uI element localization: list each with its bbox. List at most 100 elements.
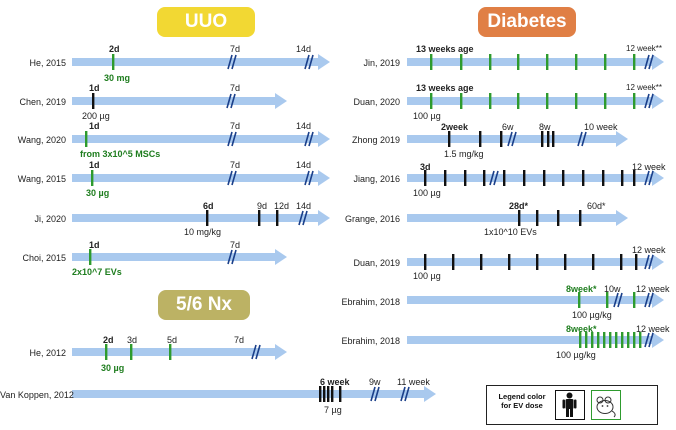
dose-label: 2x10^7 EVs — [72, 267, 122, 277]
black-tick — [479, 131, 482, 147]
dose-label: from 3x10^5 MSCs — [80, 149, 161, 159]
axis-break-mark — [226, 93, 232, 109]
black-tick — [621, 170, 624, 186]
axis-break-mark — [648, 254, 654, 270]
time-label: 7d — [230, 44, 241, 54]
time-label: 1d — [89, 121, 100, 131]
green-tick — [489, 54, 492, 70]
black-tick — [480, 254, 483, 270]
study-label-wang2015: Wang, 2015 — [17, 174, 66, 184]
black-tick — [582, 170, 585, 186]
axis-break-mark — [644, 170, 650, 186]
axis-break-mark — [644, 93, 650, 109]
time-label: 1d — [89, 240, 100, 250]
study-label-grange2016: Grange, 2016 — [344, 214, 400, 224]
green-tick — [112, 54, 115, 70]
black-tick — [562, 170, 565, 186]
black-tick — [523, 170, 526, 186]
green-tick — [575, 54, 578, 70]
green-tick — [597, 332, 600, 348]
time-label: 7d — [230, 121, 241, 131]
timeline-arrow — [407, 332, 664, 348]
dose-label: 100 µg — [413, 271, 441, 281]
green-tick — [91, 170, 94, 186]
time-label: 11 week — [397, 377, 430, 387]
black-tick — [276, 210, 279, 226]
time-label: 6d — [203, 201, 214, 211]
axis-break-mark — [255, 344, 261, 360]
time-label: 6w — [502, 122, 514, 132]
time-label: 8week* — [566, 284, 597, 294]
black-tick — [258, 210, 261, 226]
study-label-jin2019: Jin, 2019 — [363, 58, 400, 68]
black-tick — [339, 386, 342, 402]
time-label: 28d* — [509, 201, 529, 211]
axis-break-mark — [227, 131, 233, 147]
time-label: 13 weeks age — [416, 44, 474, 54]
axis-break-mark — [231, 131, 237, 147]
axis-break-mark — [648, 93, 654, 109]
axis-break-mark — [370, 386, 376, 402]
axis-break-mark — [648, 170, 654, 186]
time-label: 8w — [539, 122, 551, 132]
black-tick — [452, 254, 455, 270]
green-tick — [633, 292, 636, 308]
axis-break-mark — [511, 131, 517, 147]
mouse-icon — [591, 390, 621, 420]
axis-break-mark — [613, 292, 619, 308]
dose-label: 100 µg — [413, 188, 441, 198]
black-tick — [424, 170, 427, 186]
green-tick — [575, 93, 578, 109]
timeline-arrow — [72, 249, 287, 265]
green-tick — [609, 332, 612, 348]
axis-break-mark — [231, 249, 237, 265]
study-label-duan2019: Duan, 2019 — [353, 258, 400, 268]
green-tick — [639, 332, 642, 348]
black-tick — [536, 210, 539, 226]
axis-break-mark — [308, 170, 314, 186]
study-label-ebrahim2018a: Ebrahim, 2018 — [341, 297, 400, 307]
black-tick — [444, 170, 447, 186]
green-tick — [621, 332, 624, 348]
time-label: 14d — [296, 160, 312, 170]
dose-label: 1.5 mg/kg — [444, 149, 484, 159]
black-tick — [503, 170, 506, 186]
black-tick — [508, 254, 511, 270]
time-label: 12 week — [636, 284, 670, 294]
axis-break-mark — [648, 292, 654, 308]
black-tick — [483, 170, 486, 186]
green-tick — [627, 332, 630, 348]
green-tick — [546, 93, 549, 109]
green-tick — [89, 249, 92, 265]
green-tick — [633, 332, 636, 348]
time-label: 12 week** — [626, 44, 663, 53]
green-tick — [489, 93, 492, 109]
green-tick — [460, 93, 463, 109]
black-tick — [620, 254, 623, 270]
axis-break-mark — [644, 332, 650, 348]
time-label: 12 week** — [626, 83, 663, 92]
black-tick — [547, 131, 550, 147]
study-label-ji2020: Ji, 2020 — [34, 214, 66, 224]
time-label: 7d — [230, 160, 241, 170]
axis-break-mark — [304, 131, 310, 147]
timeline-arrow — [407, 170, 664, 186]
axis-break-mark — [308, 54, 314, 70]
axis-break-mark — [581, 131, 587, 147]
green-tick — [430, 54, 433, 70]
axis-break-mark — [404, 386, 410, 402]
time-label: 14d — [296, 44, 312, 54]
time-label: 3d — [127, 335, 138, 345]
timeline-arrow — [72, 131, 330, 147]
green-tick — [579, 332, 582, 348]
axis-break-mark — [489, 170, 495, 186]
study-label-vankoppen2012: Van Koppen, 2012 — [0, 390, 74, 400]
black-tick — [541, 131, 544, 147]
time-label: 9w — [369, 377, 381, 387]
black-tick — [331, 386, 334, 402]
ev-dose-legend: Legend color for EV dose — [486, 385, 658, 425]
black-tick — [206, 210, 209, 226]
time-label: 1d — [89, 160, 100, 170]
black-tick — [592, 254, 595, 270]
